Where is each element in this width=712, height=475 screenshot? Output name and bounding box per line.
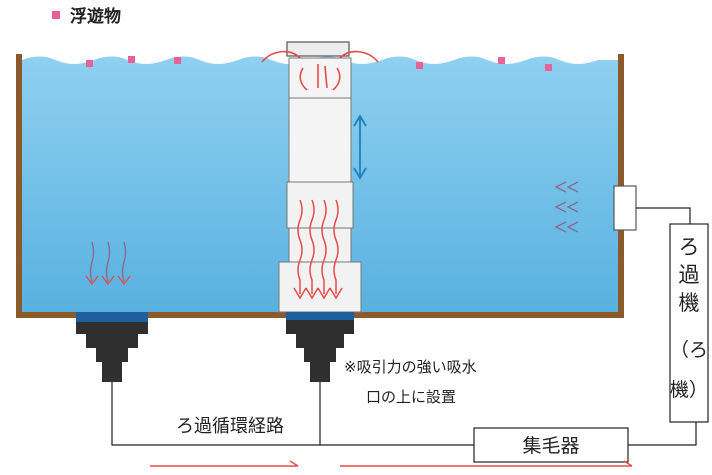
suction-arrow	[121, 241, 127, 283]
skimmer-body-lower	[288, 227, 352, 263]
skimmer-body-middle	[288, 97, 352, 185]
loop-path-label: ろ過循環経路	[176, 416, 284, 437]
note-line-2: 口の上に設置	[366, 388, 456, 406]
skimmer-joint	[286, 181, 354, 229]
flow-arrow	[333, 199, 339, 294]
flow-direction-arrow	[340, 460, 633, 467]
hair-catcher: 集毛器	[473, 427, 629, 463]
filter-machine-paren-1: （ろ	[670, 339, 708, 361]
flow-arrow	[309, 199, 315, 294]
suction-arrow	[89, 241, 95, 283]
debris-particle	[128, 56, 135, 63]
filter-machine-char-1: ろ	[679, 235, 700, 259]
skimmer-cap	[286, 41, 350, 57]
return-inlet-fitting	[613, 185, 637, 231]
flow-arrowheads	[293, 287, 343, 300]
skimmer-inflow-arrows	[261, 50, 379, 91]
pipe	[628, 422, 697, 446]
pipe	[636, 207, 691, 224]
flow-arrow	[261, 50, 301, 63]
debris-particle	[86, 60, 93, 67]
filter-machine-char-2: 過	[679, 263, 700, 287]
suction-arrowheads	[85, 275, 131, 286]
flow-arrow	[297, 199, 303, 294]
pipe	[111, 382, 474, 446]
flow-direction-arrow	[150, 460, 299, 467]
return-arrow	[554, 221, 579, 233]
hair-catcher-box	[473, 427, 629, 463]
filter-machine-paren-2: 機）	[670, 379, 708, 401]
return-inlet-arrows	[554, 181, 579, 233]
skimmer-column	[261, 41, 379, 313]
return-arrow	[554, 181, 579, 193]
legend: 浮遊物	[52, 6, 121, 27]
flow-arrow	[339, 50, 379, 63]
suction-arrow	[105, 241, 111, 283]
circulation-piping	[111, 207, 697, 446]
left-drain-suction-arrows	[85, 241, 131, 286]
filter-machine-box	[669, 223, 709, 423]
left-main-drain	[76, 312, 148, 382]
note-line-1: ※吸引力の強い吸水	[344, 358, 477, 376]
tank-wall-left	[16, 54, 22, 318]
flow-arrow	[332, 67, 341, 91]
debris-particle	[174, 57, 181, 64]
double-arrow-icon	[353, 114, 367, 180]
skimmer-downflow-arrows	[293, 199, 343, 300]
flow-arrow	[324, 65, 328, 89]
legend-marker-icon	[52, 11, 60, 19]
skimmer-body-upper	[288, 57, 352, 99]
legend-label: 浮遊物	[70, 6, 121, 27]
debris-particle	[545, 64, 552, 71]
debris-particle	[416, 62, 423, 69]
flow-arrow	[321, 199, 327, 294]
filter-machine-char-3: 機	[679, 291, 700, 315]
drain-cap	[286, 312, 354, 320]
drain-cap	[76, 312, 148, 322]
center-main-drain	[286, 312, 354, 382]
debris-particle	[498, 57, 505, 64]
flow-arrow	[299, 67, 308, 91]
bottom-flow-arrows	[150, 460, 633, 467]
filter-machine: ろ 過 機 （ろ 機）	[669, 223, 709, 423]
return-arrow	[554, 201, 579, 213]
skimmer-base	[278, 261, 362, 313]
hair-catcher-label: 集毛器	[522, 435, 579, 457]
